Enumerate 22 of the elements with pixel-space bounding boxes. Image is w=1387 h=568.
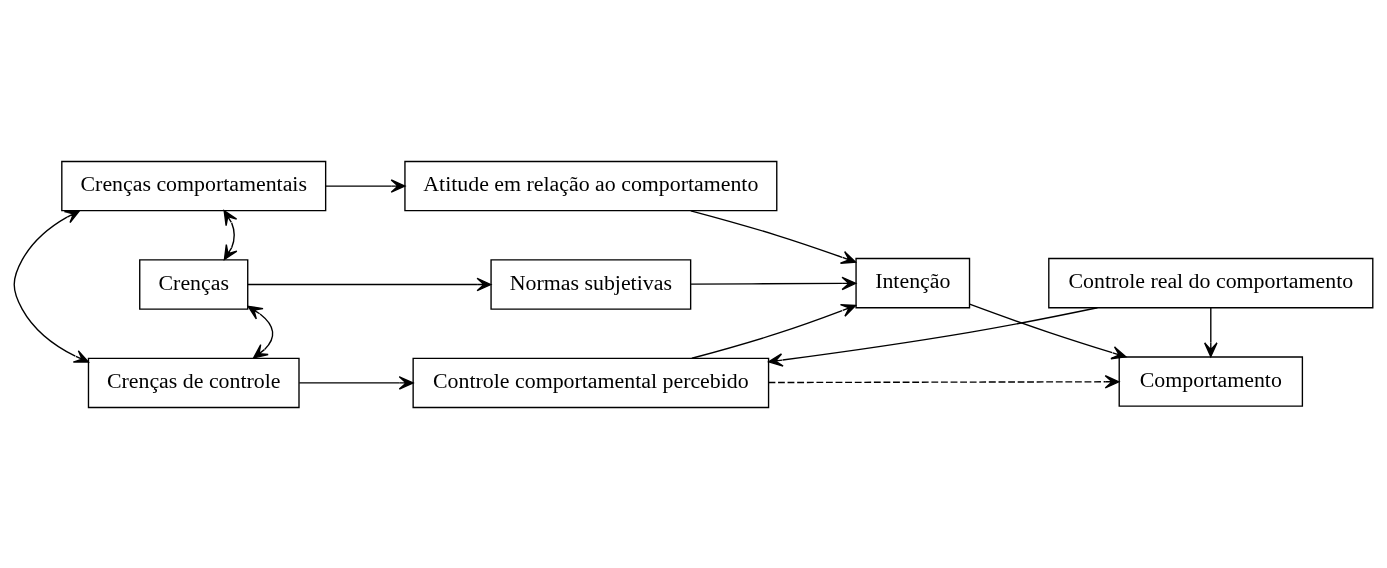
node-box: Comportamento <box>1118 355 1304 407</box>
arrow <box>223 209 238 260</box>
arrow <box>968 302 1127 359</box>
node-box: Crenças comportamentais <box>61 160 327 211</box>
arrow <box>690 276 857 290</box>
arrow <box>1203 306 1218 357</box>
node-box: Controle comportamental percebido <box>412 357 770 408</box>
node-box: Controle real do comportamento <box>1048 257 1374 308</box>
node-box: Atitude em relação ao comportamento <box>404 160 778 211</box>
arrow <box>325 178 406 193</box>
arrow <box>690 209 857 264</box>
node-box: Intenção <box>855 257 971 308</box>
arrow <box>691 303 857 359</box>
node-box: Normas subjetivas <box>490 258 692 310</box>
arrow <box>298 375 414 390</box>
node-box: Crenças <box>139 258 249 310</box>
arrow <box>768 374 1120 389</box>
arrow <box>247 305 274 359</box>
node-box: Crenças de controle <box>87 357 300 408</box>
arrow <box>768 306 1099 367</box>
arrow <box>13 209 89 363</box>
arrow <box>247 277 492 291</box>
